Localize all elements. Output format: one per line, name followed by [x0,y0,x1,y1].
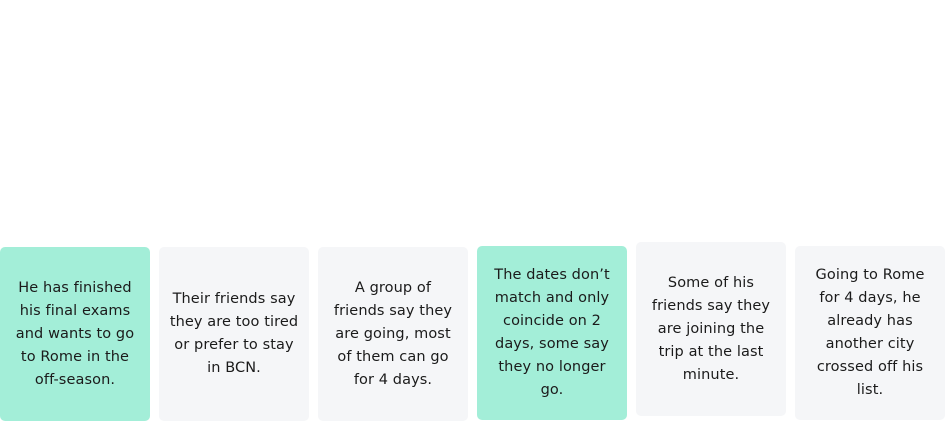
story-card-2[interactable]: Their friends say they are too tired or … [159,247,309,421]
story-card-2-text: Their friends say they are too tired or … [169,291,299,376]
story-card-4[interactable]: The dates don’t match and only coincide … [477,246,627,420]
story-card-6-text: Going to Rome for 4 days, he already has… [815,267,925,398]
story-card-3[interactable]: A group of friends say they are going, m… [318,247,468,421]
story-card-4-text: The dates don’t match and only coincide … [494,267,610,398]
story-card-5[interactable]: Some of his friends say they are joining… [636,242,786,416]
story-card-5-text: Some of his friends say they are joining… [651,274,771,383]
story-card-1-text: He has finished his final exams and want… [15,279,135,388]
story-card-6[interactable]: Going to Rome for 4 days, he already has… [795,246,945,420]
story-card-1[interactable]: He has finished his final exams and want… [0,247,150,421]
story-card-3-text: A group of friends say they are going, m… [333,279,453,388]
